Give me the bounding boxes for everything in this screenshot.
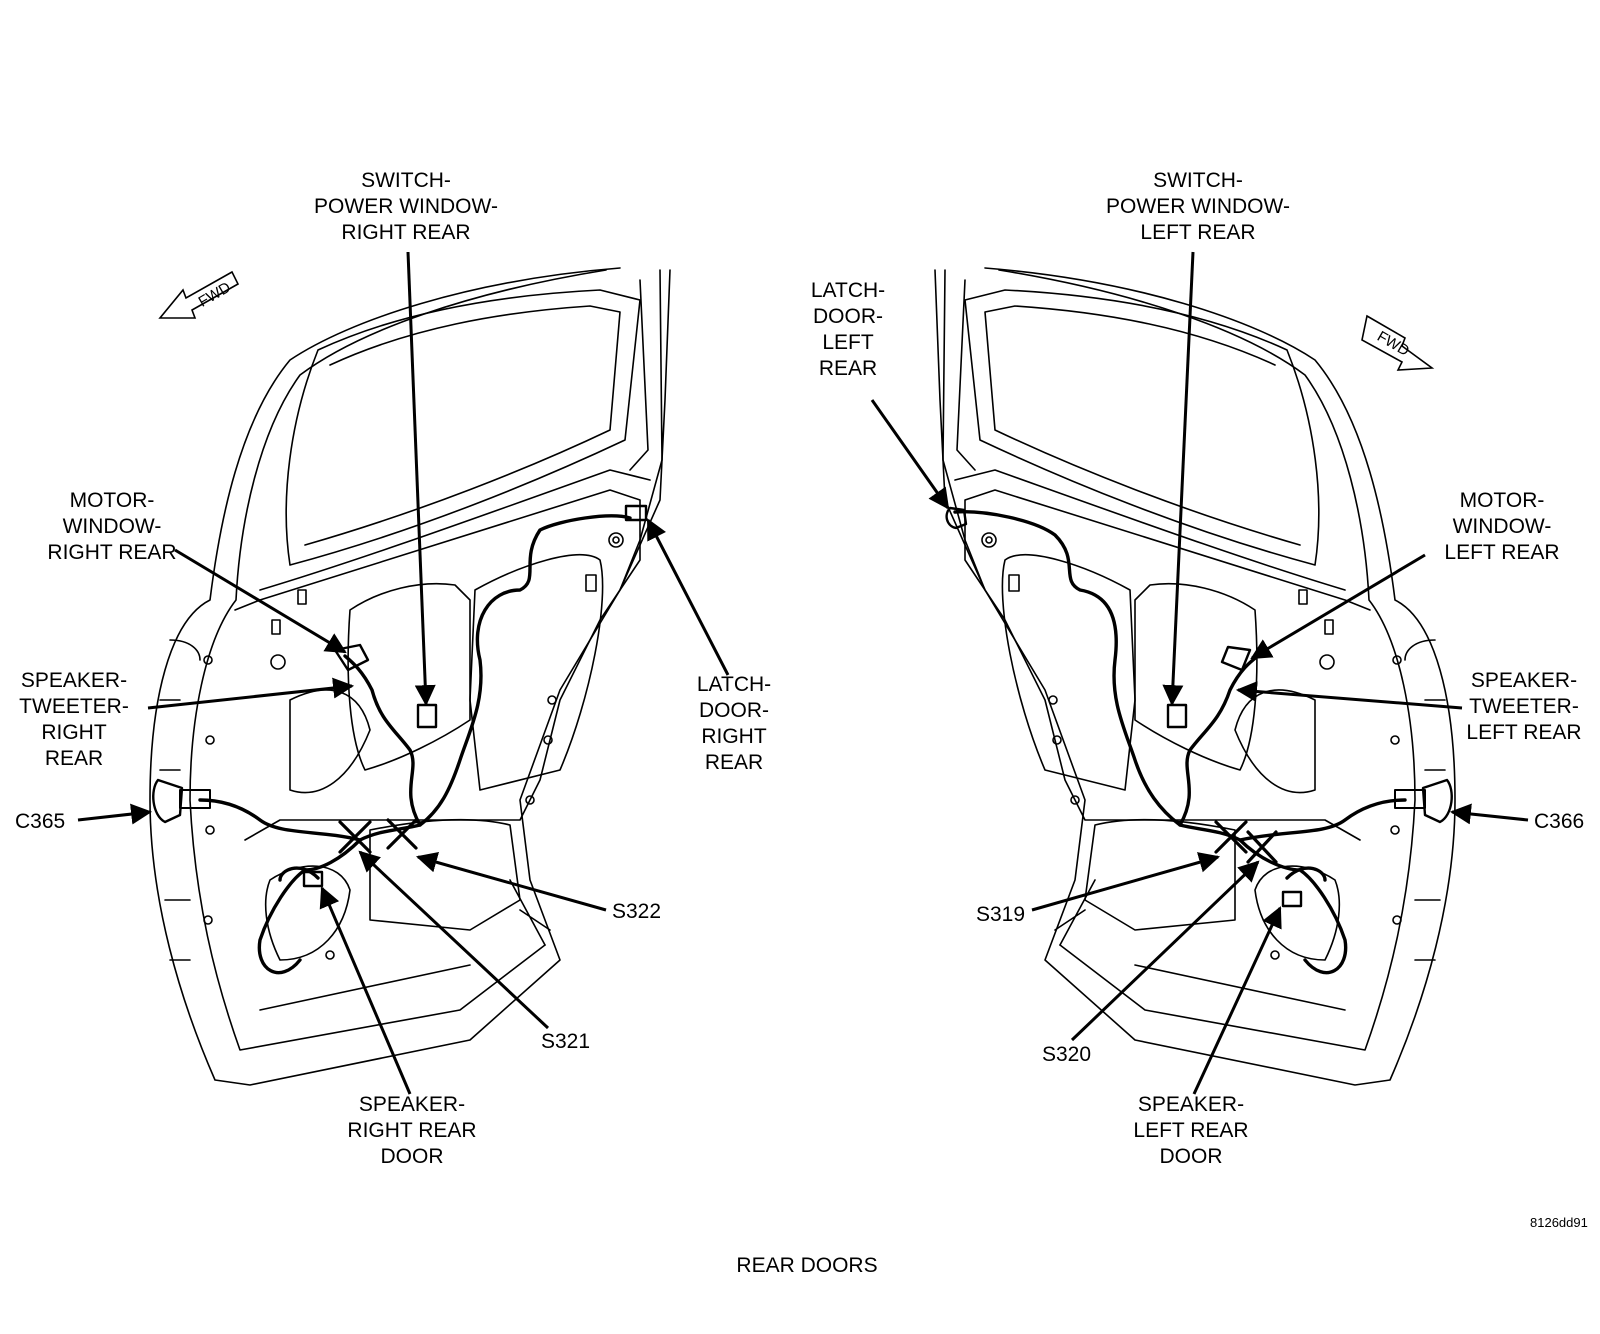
leader-tweeter-right-rear (147, 677, 355, 710)
right-door-bolt-hole (608, 532, 624, 548)
label-s319: S319 (976, 903, 1026, 926)
left-door-inner-panel (964, 489, 1371, 841)
right-door-latch-connector (624, 504, 648, 522)
label-c366: C366 (1534, 810, 1585, 833)
fwd-arrow-left: FWD (158, 270, 240, 319)
right-door-window-opening (285, 289, 641, 566)
leader-c365 (77, 803, 153, 825)
fwd-label-left: FWD (196, 279, 234, 311)
leader-switch-right-rear (406, 251, 436, 707)
left-door-splice-s320 (1246, 830, 1278, 864)
left-door-speaker-connector (1281, 890, 1303, 908)
right-door-splice-s321 (338, 820, 372, 854)
fwd-label-right: FWD (1374, 328, 1412, 360)
right-door-splice-s322 (386, 818, 418, 850)
right-rear-door-illustration (149, 267, 671, 1086)
leader-s321 (358, 850, 550, 1030)
right-door-inner-frame (189, 269, 607, 1051)
right-door-inner-panel (234, 489, 641, 841)
right-door-speaker-connector (302, 870, 324, 888)
left-door-wiring-harness (953, 510, 1348, 975)
right-door-wiring-harness (257, 514, 632, 975)
label-s322: S322 (612, 900, 662, 923)
left-door-splice-s319 (1214, 820, 1248, 854)
right-door-outer-shell (149, 267, 671, 1086)
callout-leaders (77, 251, 1529, 1095)
left-door-motor-connector (1220, 645, 1252, 672)
right-door-access-hole (347, 582, 471, 771)
left-door-outer-shell (934, 267, 1456, 1086)
left-door-latch-connector (945, 506, 968, 530)
right-door-c365-connector (152, 778, 184, 824)
leader-s322 (415, 852, 607, 912)
left-door-window-opening (964, 289, 1320, 566)
leader-speaker-right-rear (319, 886, 412, 1095)
label-c365: C365 (15, 810, 66, 833)
leader-switch-left-rear (1162, 251, 1195, 707)
right-door-motor-connector (333, 643, 370, 672)
leader-motor-left-rear (1250, 553, 1426, 660)
left-rear-door-illustration (934, 267, 1456, 1086)
label-s321: S321 (541, 1030, 591, 1053)
leader-latch-right-rear (646, 518, 730, 676)
leader-latch-left-rear (870, 399, 950, 510)
label-switch-power-window-left-rear: SWITCH-POWER WINDOW-LEFT REAR (1106, 169, 1290, 244)
leader-tweeter-left-rear (1235, 681, 1463, 710)
right-door-switch-connector (416, 703, 438, 729)
figure-id: 8126dd91 (1530, 1215, 1588, 1230)
label-s320: S320 (1042, 1043, 1092, 1066)
label-speaker-tweeter-left-rear: SPEAKER-TWEETER-LEFT REAR (1466, 669, 1582, 744)
label-motor-window-right-rear: MOTOR-WINDOW-RIGHT REAR (47, 489, 177, 564)
leader-speaker-left-rear (1192, 906, 1282, 1095)
leader-s319 (1031, 852, 1221, 912)
left-door-bolt-hole (981, 532, 997, 548)
left-door-inner-frame (998, 269, 1416, 1051)
left-door-switch-connector (1166, 703, 1188, 729)
label-switch-power-window-right-rear: SWITCH-POWER WINDOW-RIGHT REAR (314, 169, 498, 244)
fwd-arrow-right: FWD (1361, 314, 1435, 371)
leader-s320 (1070, 860, 1260, 1042)
label-motor-window-left-rear: MOTOR-WINDOW-LEFT REAR (1444, 489, 1560, 564)
leader-c366 (1449, 803, 1529, 825)
leader-motor-right-rear (174, 548, 347, 654)
diagram-title: REAR DOORS (736, 1254, 878, 1277)
left-door-c366-connector (1421, 778, 1453, 824)
